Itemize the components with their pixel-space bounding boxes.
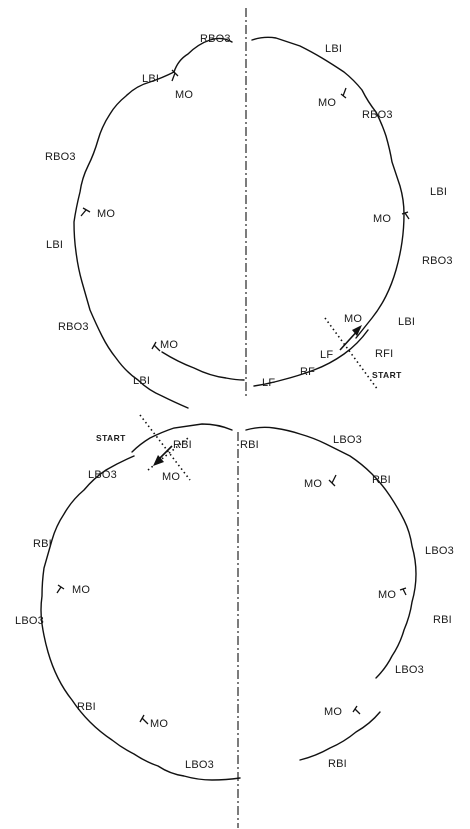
mo-tick-mark (399, 587, 407, 596)
label-lbi: LBI (133, 375, 150, 387)
top-circle-outline-bottom-left (161, 351, 245, 381)
mo-tick-mark (352, 705, 361, 715)
label-mo: MO (175, 89, 193, 101)
label-rbo3: RBO3 (200, 33, 231, 45)
label-lf: LF (320, 349, 333, 361)
label-mo: MO (97, 208, 115, 220)
label-rbi: RBI (372, 474, 391, 486)
label-rbo3: RBO3 (45, 151, 76, 163)
top-circle-diagram: RBO3 LBI MO RBO3 MO LBI RBO3 MO LBI LBI … (45, 8, 453, 409)
mo-tick-mark (171, 69, 179, 82)
label-rbi: RBI (328, 758, 347, 770)
label-mo: MO (162, 471, 180, 483)
label-rbo3: RBO3 (362, 109, 393, 121)
label-rbo3: RBO3 (58, 321, 89, 333)
top-circle-outline-left (73, 37, 233, 409)
label-lbi: LBI (325, 43, 342, 55)
label-lbo3: LBO3 (425, 545, 454, 557)
top-circle-outline-right (251, 36, 405, 339)
bottom-circle-outline-top-left (131, 423, 233, 453)
label-rbo3: RBO3 (422, 255, 453, 267)
label-lbo3: LBO3 (333, 434, 362, 446)
label-lbo3: LBO3 (395, 664, 424, 676)
label-rbi: RBI (433, 614, 452, 626)
label-mo: MO (304, 478, 322, 490)
label-lbi: LBI (398, 316, 415, 328)
mo-tick-mark (151, 341, 161, 352)
mo-tick-mark (328, 474, 337, 487)
start-dotted-line (324, 317, 379, 391)
label-rbi: RBI (33, 538, 52, 550)
label-rfi: RFI (375, 348, 393, 360)
label-rbi: RBI (173, 439, 192, 451)
top-circle-outline-bottom-right (253, 329, 369, 387)
label-mo: MO (373, 213, 391, 225)
arrow-head (153, 455, 164, 466)
bottom-circle-outline-bottom-right (299, 711, 381, 761)
label-start: START (96, 433, 126, 443)
label-mo: MO (72, 584, 90, 596)
label-lbi: LBI (46, 239, 63, 251)
bottom-circle-outline-right (245, 426, 417, 679)
label-mo: MO (318, 97, 336, 109)
arrow-head (352, 325, 362, 336)
label-mo: MO (378, 589, 396, 601)
label-rf: RF (300, 366, 315, 378)
mo-tick-mark (340, 87, 347, 99)
label-lbo3: LBO3 (185, 759, 214, 771)
label-lbi: LBI (430, 186, 447, 198)
label-mo: MO (150, 718, 168, 730)
label-mo: MO (160, 339, 178, 351)
label-lf: LF (262, 377, 275, 389)
mo-tick-mark (401, 211, 410, 220)
mo-tick-mark (80, 207, 91, 217)
mo-tick-mark (56, 584, 65, 594)
label-lbi: LBI (142, 73, 159, 85)
label-mo: MO (324, 706, 342, 718)
start-dotted-line (139, 414, 191, 481)
label-lbo3: LBO3 (15, 615, 44, 627)
label-start: START (372, 370, 402, 380)
label-rbi: RBI (77, 701, 96, 713)
label-rbi: RBI (240, 439, 259, 451)
label-lbo3: LBO3 (88, 469, 117, 481)
bottom-circle-diagram: START RBI MO RBI LBO3 RBI MO LBO3 RBI MO… (15, 414, 454, 828)
label-mo: MO (344, 313, 362, 325)
bottom-circle-outline-left (40, 455, 241, 781)
mo-tick-mark (139, 714, 149, 725)
